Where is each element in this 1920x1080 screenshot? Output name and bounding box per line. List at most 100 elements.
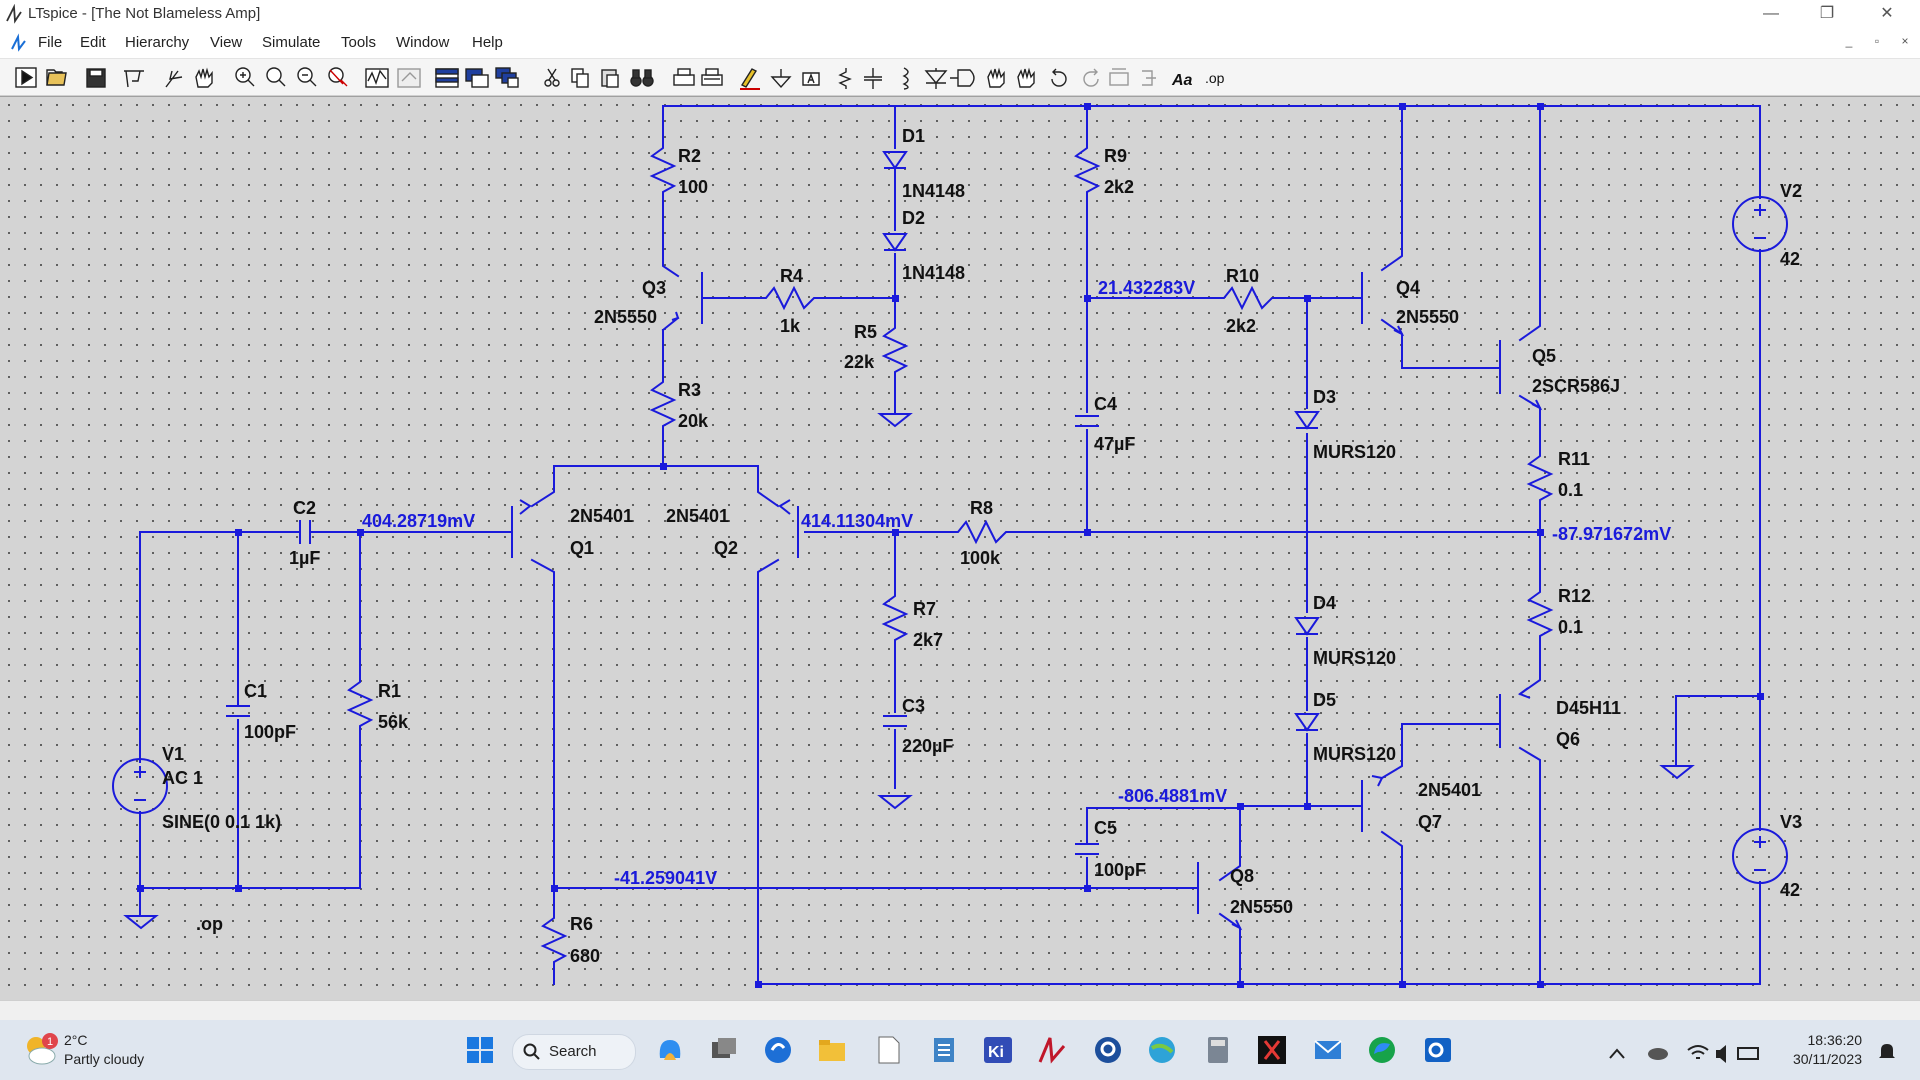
restore-button[interactable]: ❐ xyxy=(1819,5,1835,22)
resistor-r6[interactable] xyxy=(540,910,568,966)
menu-edit[interactable]: Edit xyxy=(80,34,106,51)
drag-icon[interactable] xyxy=(1017,67,1035,88)
weather-icon[interactable]: 1 xyxy=(22,1032,58,1068)
mdi-close-button[interactable]: × xyxy=(1901,34,1909,48)
diode-d4[interactable] xyxy=(1294,617,1320,636)
run-icon[interactable] xyxy=(15,67,37,88)
capacitor-icon[interactable] xyxy=(864,68,882,89)
diode-d1[interactable] xyxy=(882,151,908,170)
draw-wire-icon[interactable] xyxy=(740,68,760,90)
notes-icon[interactable] xyxy=(928,1034,960,1066)
node-voltage-ltp[interactable]: -41.259041V xyxy=(614,868,717,888)
node-voltage-output[interactable]: -87.971672mV xyxy=(1552,524,1671,544)
resistor-r12[interactable] xyxy=(1526,584,1554,650)
voltage-source-v1[interactable] xyxy=(112,758,168,814)
resistor-r10[interactable] xyxy=(1216,285,1282,311)
diode-d2[interactable] xyxy=(882,233,908,252)
component-icon[interactable] xyxy=(950,69,975,87)
schematic-canvas[interactable] xyxy=(0,96,1920,1000)
cascade-icon[interactable] xyxy=(495,67,519,88)
taskbar-search[interactable]: Search xyxy=(512,1034,636,1070)
resistor-r9[interactable] xyxy=(1073,140,1101,200)
edge-dev-icon[interactable] xyxy=(762,1034,794,1066)
menu-tools[interactable]: Tools xyxy=(341,34,377,51)
schematic-doc-icon[interactable] xyxy=(8,33,30,53)
node-voltage-vas[interactable]: 21.432283V xyxy=(1098,278,1195,298)
ground-r5[interactable] xyxy=(877,413,913,428)
capacitor-c5[interactable] xyxy=(1075,843,1099,855)
windows-start-icon[interactable] xyxy=(464,1034,496,1066)
node-voltage-feedback[interactable]: 414.11304mV xyxy=(801,511,913,531)
kicad-icon[interactable]: Ki xyxy=(982,1034,1014,1066)
zoom-out-icon[interactable] xyxy=(297,67,317,87)
resistor-r4[interactable] xyxy=(758,285,822,311)
undo-icon[interactable] xyxy=(1051,68,1067,87)
print-icon[interactable] xyxy=(701,68,723,86)
menu-file[interactable]: File xyxy=(38,34,63,51)
control-panel-icon[interactable] xyxy=(124,70,144,88)
cut-icon[interactable] xyxy=(544,68,560,87)
close-button[interactable]: ✕ xyxy=(1880,5,1894,22)
mdi-restore-button[interactable]: ▫ xyxy=(1874,34,1880,48)
menu-view[interactable]: View xyxy=(210,34,243,51)
diode-icon[interactable] xyxy=(924,68,948,89)
transistor-q6[interactable] xyxy=(1499,687,1531,748)
print-setup-icon[interactable] xyxy=(673,68,695,86)
resistor-r2[interactable] xyxy=(649,140,677,200)
open-icon[interactable] xyxy=(46,69,67,86)
capacitor-c3[interactable] xyxy=(883,715,907,727)
capacitor-c2[interactable] xyxy=(299,520,311,544)
menu-hierarchy[interactable]: Hierarchy xyxy=(125,34,190,51)
globe-app-icon[interactable] xyxy=(1146,1034,1178,1066)
calculator-icon[interactable] xyxy=(1202,1034,1234,1066)
capacitor-c4[interactable] xyxy=(1075,415,1099,427)
tile-horizontal-icon[interactable] xyxy=(435,68,459,88)
voltage-source-v2[interactable] xyxy=(1732,196,1788,252)
clock-time[interactable]: 18:36:20 xyxy=(1807,1032,1863,1048)
system-tray-icons[interactable] xyxy=(1606,1038,1766,1066)
transistor-q3[interactable] xyxy=(671,272,703,324)
transistor-q2[interactable] xyxy=(778,499,799,558)
copilot-icon[interactable] xyxy=(654,1034,686,1066)
label-net-icon[interactable] xyxy=(802,72,820,86)
op-directive[interactable]: .op xyxy=(196,914,223,934)
inductor-icon[interactable] xyxy=(902,67,909,90)
resistor-r11[interactable] xyxy=(1526,448,1554,506)
node-voltage-input[interactable]: 404.28719mV xyxy=(362,511,475,531)
mail-icon[interactable] xyxy=(1312,1034,1344,1066)
zoom-cancel-icon[interactable] xyxy=(328,67,348,87)
ltspice-taskbar-icon[interactable] xyxy=(1036,1034,1068,1066)
clock-date[interactable]: 30/11/2023 xyxy=(1792,1051,1862,1067)
resistor-r1[interactable] xyxy=(346,674,374,734)
transistor-q1[interactable] xyxy=(511,499,532,558)
zoom-in-icon[interactable] xyxy=(235,67,255,87)
mdi-minimize-button[interactable]: _ xyxy=(1845,34,1853,48)
redo-icon[interactable] xyxy=(1083,68,1099,87)
resistor-r7[interactable] xyxy=(881,588,909,652)
transistor-q4[interactable] xyxy=(1361,272,1405,337)
diode-d5[interactable] xyxy=(1294,713,1320,732)
spice-directive-icon[interactable] xyxy=(397,68,421,88)
find-icon[interactable] xyxy=(630,69,654,87)
ground-icon[interactable] xyxy=(770,69,792,89)
waveform-icon[interactable] xyxy=(365,68,389,88)
ground-v1[interactable] xyxy=(123,915,159,930)
snipping-tool-icon[interactable] xyxy=(1256,1034,1288,1066)
notification-bell-icon[interactable] xyxy=(1876,1040,1898,1062)
halt-icon[interactable] xyxy=(165,70,183,88)
save-icon[interactable] xyxy=(86,68,106,88)
spice-op-icon[interactable]: .op xyxy=(1205,70,1225,86)
ground-c3[interactable] xyxy=(877,795,913,810)
transistor-q5[interactable] xyxy=(1499,340,1543,411)
qucs-icon[interactable] xyxy=(1092,1034,1124,1066)
tile-vertical-icon[interactable] xyxy=(465,68,489,88)
notepad-icon[interactable] xyxy=(872,1034,904,1066)
resistor-r5[interactable] xyxy=(881,320,909,384)
file-explorer-icon[interactable] xyxy=(816,1034,848,1066)
paste-icon[interactable] xyxy=(601,69,619,88)
outlook-new-icon[interactable] xyxy=(1422,1034,1454,1066)
node-voltage-bias[interactable]: -806.4881mV xyxy=(1118,786,1227,806)
menu-window[interactable]: Window xyxy=(396,34,450,51)
transistor-q7[interactable] xyxy=(1361,775,1384,832)
edge-icon[interactable] xyxy=(1366,1034,1398,1066)
